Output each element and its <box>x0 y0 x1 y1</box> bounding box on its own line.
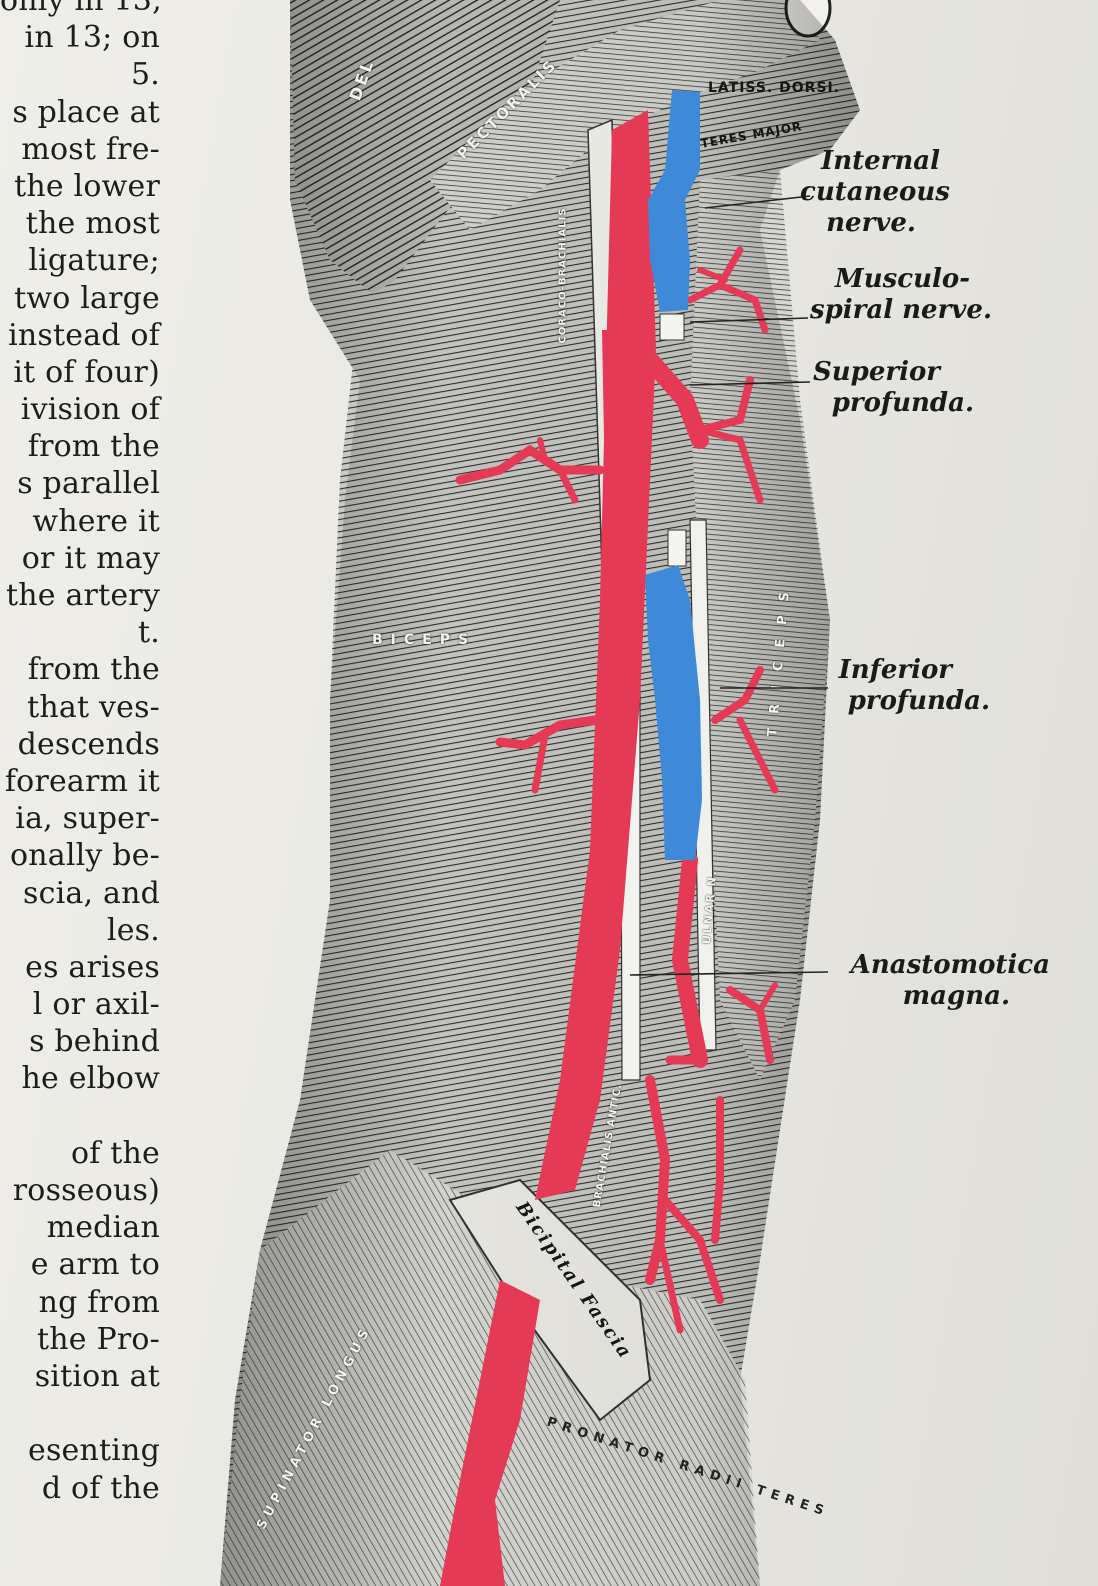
body-text-line: from the <box>27 652 160 688</box>
body-text-line: d of the <box>41 1470 160 1506</box>
body-text-line: descends <box>17 726 160 762</box>
basilic-vein-lower <box>645 565 702 860</box>
body-text-line: s parallel <box>17 466 160 502</box>
body-text-line: ivision of <box>20 392 160 428</box>
callout-anastomotica-line1: Anastomotica <box>850 950 1050 980</box>
callout-internal-cutaneous-line3: nerve. <box>826 208 916 238</box>
callout-anastomotica-line2: magna. <box>902 981 1010 1011</box>
body-text-line: ia, super- <box>15 801 160 837</box>
callout-internal-cutaneous-line2: cutaneous <box>800 177 950 207</box>
body-text-line: the artery <box>6 578 160 613</box>
label-biceps: BICEPS <box>372 632 477 648</box>
callout-musculo-spiral-nerve: Musculo- spiral nerve. <box>808 264 992 326</box>
body-text-line: s behind <box>29 1024 160 1060</box>
callout-superior-profunda-line2: profunda. <box>831 388 974 418</box>
body-text-line: from the <box>27 429 160 465</box>
body-text-line: s place at <box>12 94 160 130</box>
brachial-artery <box>535 110 656 1200</box>
body-text-line: two large <box>14 280 160 316</box>
body-text-line: he elbow <box>21 1061 160 1097</box>
callout-internal-cutaneous-nerve: Internal cutaneous nerve. <box>800 146 950 239</box>
callout-superior-profunda: Superior profunda. <box>808 357 974 419</box>
body-text-line: rosseous) <box>12 1173 160 1208</box>
callout-inferior-profunda-line1: Inferior <box>838 655 952 685</box>
body-text-line: scia, and <box>23 875 160 911</box>
body-text-line: in 13; on <box>24 20 160 56</box>
callout-anastomotica-magna: Anastomotica magna. <box>830 950 1050 1012</box>
body-text-line: forearm it <box>4 763 160 799</box>
body-text-line: l or axil- <box>32 987 160 1023</box>
body-text-line: ng from <box>38 1284 160 1320</box>
body-text-line: t. <box>138 615 160 651</box>
body-text-line: of the <box>70 1135 160 1171</box>
label-latissimus-dorsi: LATISS. DORSI. <box>708 80 841 96</box>
body-text-line: that ves- <box>27 689 160 725</box>
body-text-line: where it <box>32 503 160 539</box>
body-text-line: esenting <box>27 1433 160 1469</box>
callout-musculo-spiral-line1: Musculo- <box>834 264 970 294</box>
body-text-line: or it may <box>21 540 160 576</box>
body-text-line: sition at <box>34 1358 160 1394</box>
body-text-line: it of four) <box>13 354 160 390</box>
body-text-line: most fre- <box>21 131 160 167</box>
body-text-line: only in 13, <box>0 0 162 18</box>
body-text-line: 5. <box>130 57 160 93</box>
callout-inferior-profunda: Inferior profunda. <box>826 655 990 717</box>
callout-superior-profunda-line1: Superior <box>812 357 940 387</box>
body-text-line: the lower <box>14 168 160 204</box>
vein-gap-white-1 <box>659 313 685 341</box>
basilic-vein-upper <box>648 90 700 312</box>
body-text-line: les. <box>106 912 160 948</box>
body-text-line: the most <box>25 206 160 242</box>
body-text-line: instead of <box>8 317 160 353</box>
callout-musculo-spiral-line2: spiral nerve. <box>809 295 992 325</box>
body-text-line: median <box>46 1210 160 1246</box>
callout-inferior-profunda-line2: profunda. <box>847 686 990 716</box>
callout-internal-cutaneous-line1: Internal <box>821 146 940 176</box>
body-text-line: onally be- <box>9 838 160 874</box>
body-text-line: ligature; <box>28 243 160 279</box>
radial-artery-lower <box>440 1280 540 1586</box>
body-text-line: es arises <box>25 949 160 985</box>
body-text-line: the Pro- <box>37 1321 160 1357</box>
body-text-line: e arm to <box>30 1247 160 1283</box>
artery-branches <box>455 246 779 1334</box>
